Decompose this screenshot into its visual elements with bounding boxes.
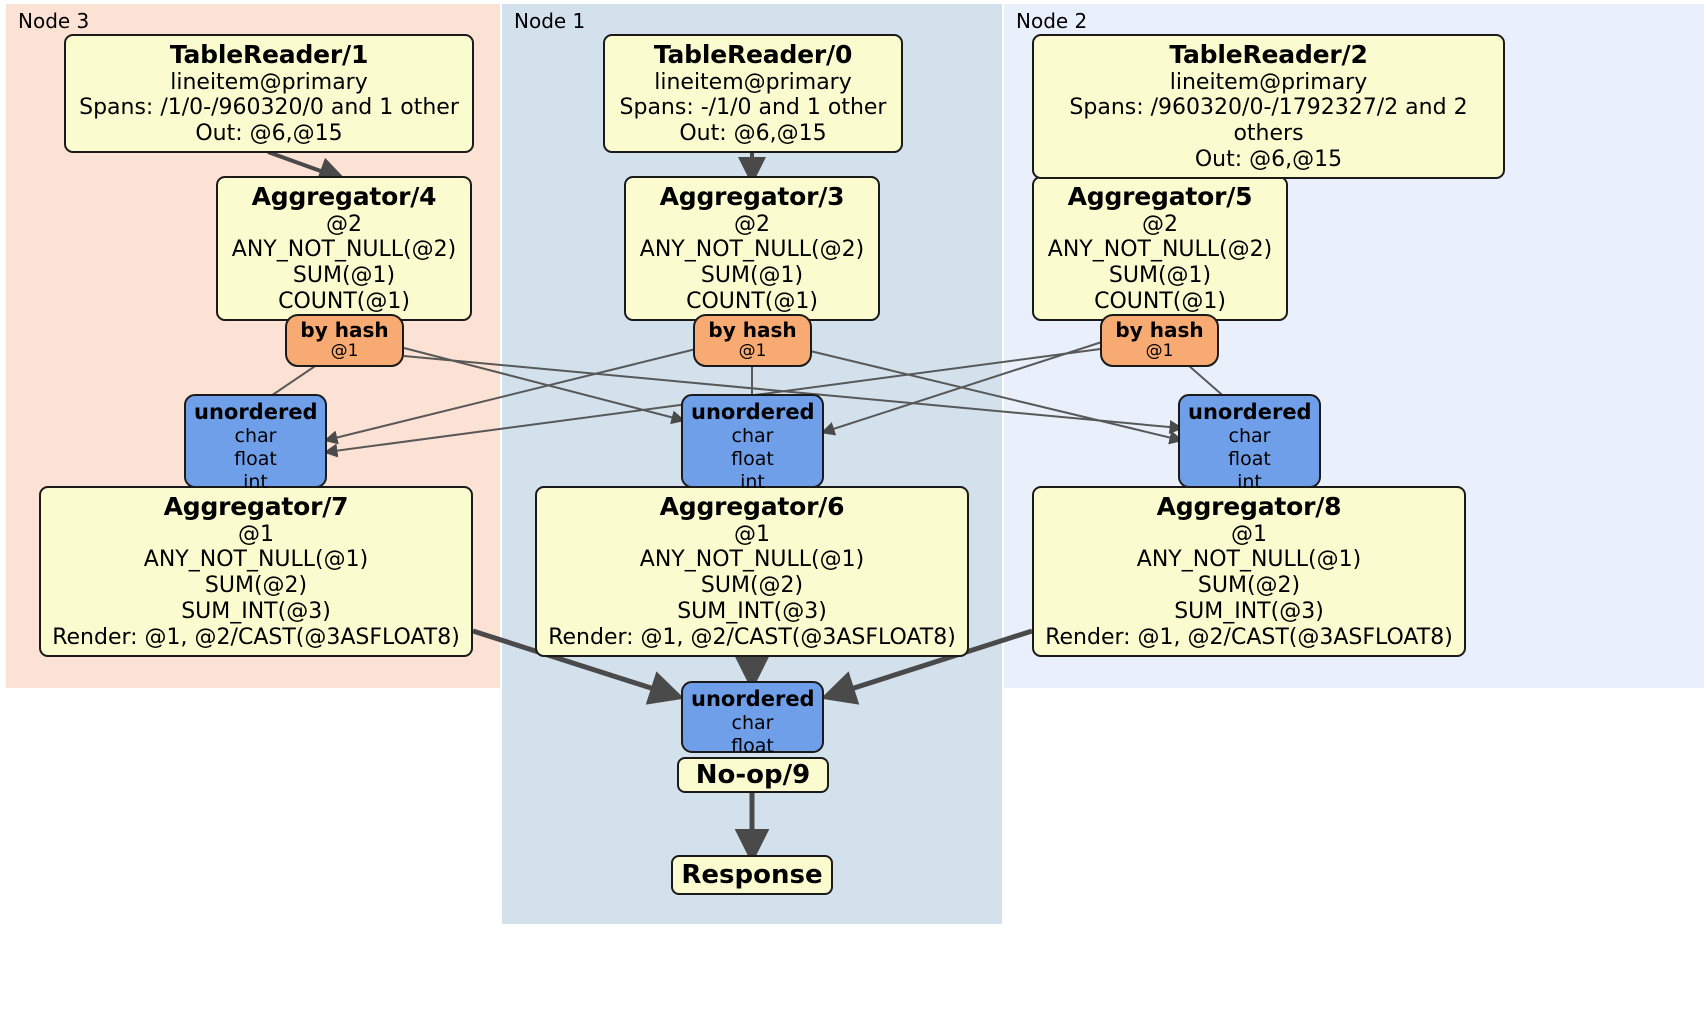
input-synchronizer-unordered-7[interactable]: unordered char float int — [184, 394, 327, 493]
synchronizer-title: unordered — [194, 400, 318, 424]
processor-aggregator-5[interactable]: Aggregator/5 @2 ANY_NOT_NULL(@2) SUM(@1)… — [1032, 176, 1288, 322]
processor-title: Aggregator/4 — [251, 182, 437, 211]
processor-group-cols: @1 — [238, 521, 274, 547]
processor-func-3: COUNT(@1) — [686, 289, 818, 315]
router-columns: @1 — [1145, 341, 1174, 361]
synchronizer-type-1: char — [731, 712, 774, 735]
processor-render: Render: @1, @2/CAST(@3ASFLOAT8) — [52, 625, 460, 651]
synchronizer-title: unordered — [1188, 400, 1312, 424]
router-columns: @1 — [738, 341, 767, 361]
input-synchronizer-unordered-8[interactable]: unordered char float int — [1178, 394, 1321, 493]
processor-func-2: SUM(@1) — [700, 263, 804, 289]
processor-render: Render: @1, @2/CAST(@3ASFLOAT8) — [1045, 625, 1453, 651]
processor-title: TableReader/2 — [1169, 40, 1368, 69]
processor-group-cols: @1 — [1231, 521, 1267, 547]
processor-func-2: SUM(@2) — [204, 573, 308, 599]
node-panel-label-node-3: Node 3 — [18, 9, 90, 33]
processor-func-2: SUM(@1) — [1108, 263, 1212, 289]
synchronizer-type-1: char — [234, 425, 277, 448]
processor-no-op-9[interactable]: No-op/9 — [677, 757, 829, 793]
node-panel-label-node-2: Node 2 — [1016, 9, 1088, 33]
processor-title: Aggregator/5 — [1067, 182, 1253, 211]
processor-func-1: ANY_NOT_NULL(@2) — [639, 237, 865, 263]
router-title: by hash — [300, 318, 389, 342]
synchronizer-title: unordered — [691, 400, 815, 424]
processor-group-cols: @1 — [734, 521, 770, 547]
processor-func-1: ANY_NOT_NULL(@2) — [231, 237, 457, 263]
synchronizer-type-2: float — [731, 447, 774, 470]
processor-func-2: SUM(@1) — [292, 263, 396, 289]
processor-func-2: SUM(@2) — [700, 573, 804, 599]
processor-aggregator-3[interactable]: Aggregator/3 @2 ANY_NOT_NULL(@2) SUM(@1)… — [624, 176, 880, 322]
synchronizer-type-3: int — [740, 470, 765, 493]
processor-out: Out: @6,@15 — [679, 121, 827, 147]
synchronizer-type-1: char — [1228, 425, 1271, 448]
processor-out: Out: @6,@15 — [1194, 147, 1343, 173]
router-title: by hash — [708, 318, 797, 342]
node-panel-label-node-1: Node 1 — [514, 9, 586, 33]
input-synchronizer-unordered-final[interactable]: unordered char float — [681, 681, 824, 757]
processor-aggregator-8[interactable]: Aggregator/8 @1 ANY_NOT_NULL(@1) SUM(@2)… — [1032, 486, 1466, 658]
processor-title: No-op/9 — [695, 760, 811, 790]
processor-title: Aggregator/7 — [163, 492, 349, 521]
processor-spans: Spans: /960320/0-/1792327/2 and 2 others — [1069, 95, 1468, 147]
processor-spans: Spans: -/1/0 and 1 other — [619, 95, 887, 121]
processor-title: TableReader/1 — [169, 40, 369, 69]
processor-tablereader-0[interactable]: TableReader/0 lineitem@primary Spans: -/… — [603, 34, 903, 154]
output-router-by-hash-3[interactable]: by hash @1 — [693, 314, 812, 367]
processor-out: Out: @6,@15 — [195, 121, 343, 147]
router-columns: @1 — [330, 341, 359, 361]
synchronizer-type-3: int — [243, 470, 268, 493]
synchronizer-title: unordered — [691, 687, 815, 711]
processor-table: lineitem@primary — [170, 69, 368, 95]
synchronizer-type-2: float — [1228, 447, 1271, 470]
processor-aggregator-7[interactable]: Aggregator/7 @1 ANY_NOT_NULL(@1) SUM(@2)… — [39, 486, 473, 658]
router-title: by hash — [1115, 318, 1204, 342]
processor-tablereader-1[interactable]: TableReader/1 lineitem@primary Spans: /1… — [64, 34, 474, 154]
processor-aggregator-4[interactable]: Aggregator/4 @2 ANY_NOT_NULL(@2) SUM(@1)… — [216, 176, 472, 322]
processor-response[interactable]: Response — [671, 855, 833, 895]
processor-group-cols: @2 — [326, 211, 362, 237]
synchronizer-type-1: char — [731, 425, 774, 448]
processor-title: Aggregator/3 — [659, 182, 845, 211]
processor-spans: Spans: /1/0-/960320/0 and 1 other — [79, 95, 459, 121]
processor-func-3: SUM_INT(@3) — [181, 599, 331, 625]
output-router-by-hash-5[interactable]: by hash @1 — [1100, 314, 1219, 367]
processor-table: lineitem@primary — [1169, 69, 1368, 95]
processor-func-3: COUNT(@1) — [278, 289, 410, 315]
processor-func-1: ANY_NOT_NULL(@1) — [639, 547, 865, 573]
processor-func-1: ANY_NOT_NULL(@1) — [143, 547, 369, 573]
processor-tablereader-2[interactable]: TableReader/2 lineitem@primary Spans: /9… — [1032, 34, 1505, 180]
processor-title: Aggregator/6 — [659, 492, 845, 521]
input-synchronizer-unordered-6[interactable]: unordered char float int — [681, 394, 824, 493]
processor-title: TableReader/0 — [653, 40, 853, 69]
processor-func-1: ANY_NOT_NULL(@1) — [1136, 547, 1362, 573]
processor-group-cols: @2 — [1142, 211, 1178, 237]
processor-func-3: COUNT(@1) — [1094, 289, 1226, 315]
processor-func-1: ANY_NOT_NULL(@2) — [1047, 237, 1273, 263]
synchronizer-type-2: float — [731, 734, 774, 757]
processor-title: Response — [681, 860, 823, 890]
processor-table: lineitem@primary — [654, 69, 852, 95]
processor-group-cols: @2 — [734, 211, 770, 237]
processor-func-3: SUM_INT(@3) — [677, 599, 827, 625]
processor-title: Aggregator/8 — [1156, 492, 1342, 521]
processor-aggregator-6[interactable]: Aggregator/6 @1 ANY_NOT_NULL(@1) SUM(@2)… — [535, 486, 969, 658]
processor-render: Render: @1, @2/CAST(@3ASFLOAT8) — [548, 625, 956, 651]
output-router-by-hash-4[interactable]: by hash @1 — [285, 314, 404, 367]
processor-func-3: SUM_INT(@3) — [1174, 599, 1324, 625]
synchronizer-type-3: int — [1237, 470, 1262, 493]
synchronizer-type-2: float — [234, 447, 277, 470]
processor-func-2: SUM(@2) — [1197, 573, 1301, 599]
